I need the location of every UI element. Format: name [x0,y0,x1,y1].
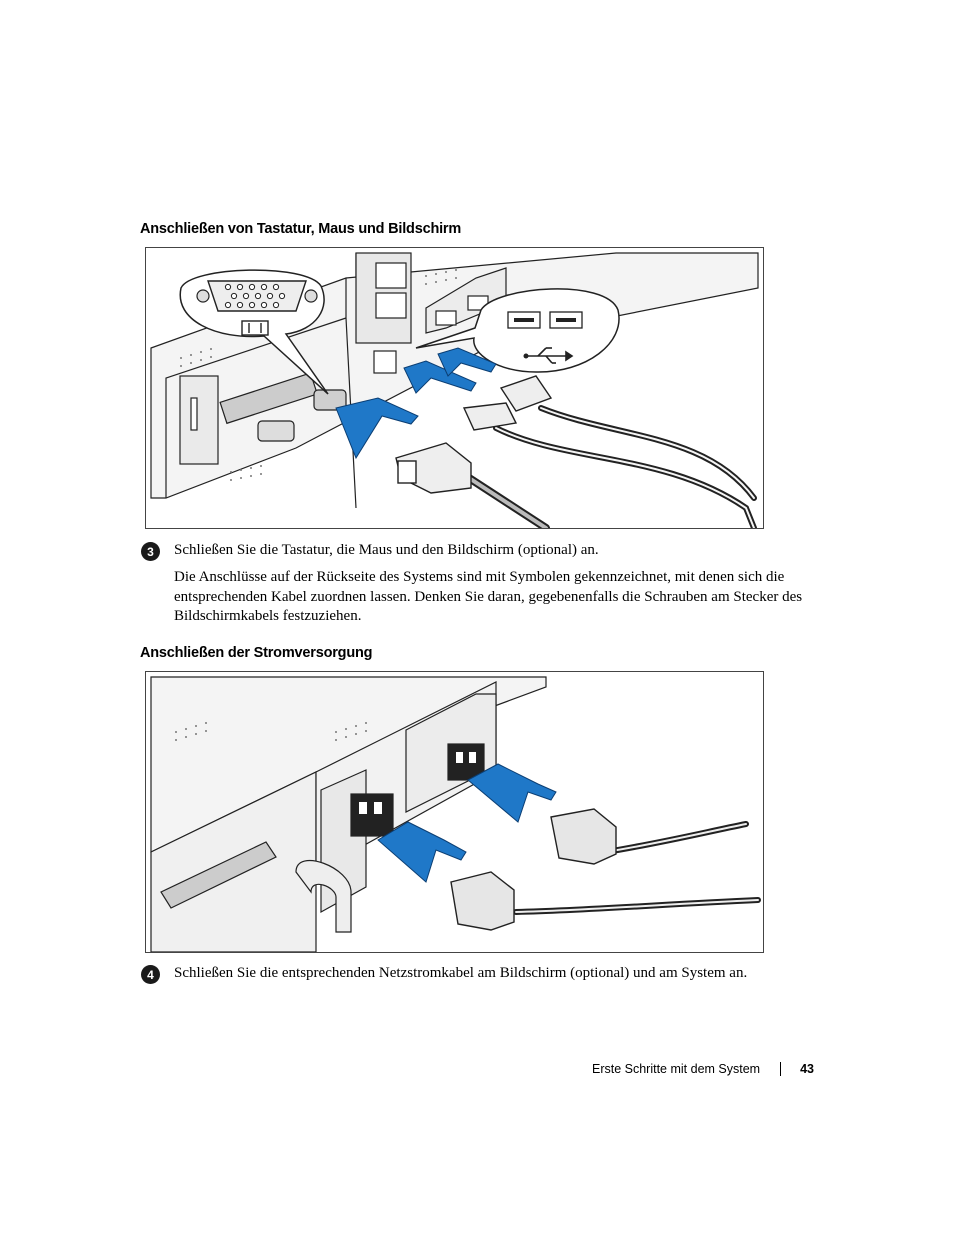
section-heading-power: Anschließen der Stromversorgung [140,645,373,661]
step-3-text: Schließen Sie die Tastatur, die Maus und… [174,542,599,558]
page-footer: Erste Schritte mit dem System 43 [592,1062,814,1076]
step-number-badge: 4 [141,965,160,984]
connector-symbols-paragraph: Die Anschlüsse auf der Rückseite des Sys… [174,569,803,624]
illustration-power-connection [150,676,761,952]
footer-chapter-title: Erste Schritte mit dem System [591,1062,761,1076]
page-number: 43 [800,1062,814,1076]
step-4-text: Schließen Sie die entsprechenden Netzstr… [174,965,748,981]
figure-power-connection [145,671,764,953]
step-4: 4 Schließen Sie die entsprechenden Netzs… [141,964,747,984]
figure-keyboard-mouse-monitor [145,247,764,529]
illustration-peripheral-connection [150,252,759,528]
footer-separator [780,1062,782,1076]
step-3: 3 Schließen Sie die Tastatur, die Maus u… [141,541,599,561]
section-heading-keyboard-mouse-monitor: Anschließen von Tastatur, Maus und Bilds… [140,221,462,237]
step-number-badge: 3 [141,542,160,561]
